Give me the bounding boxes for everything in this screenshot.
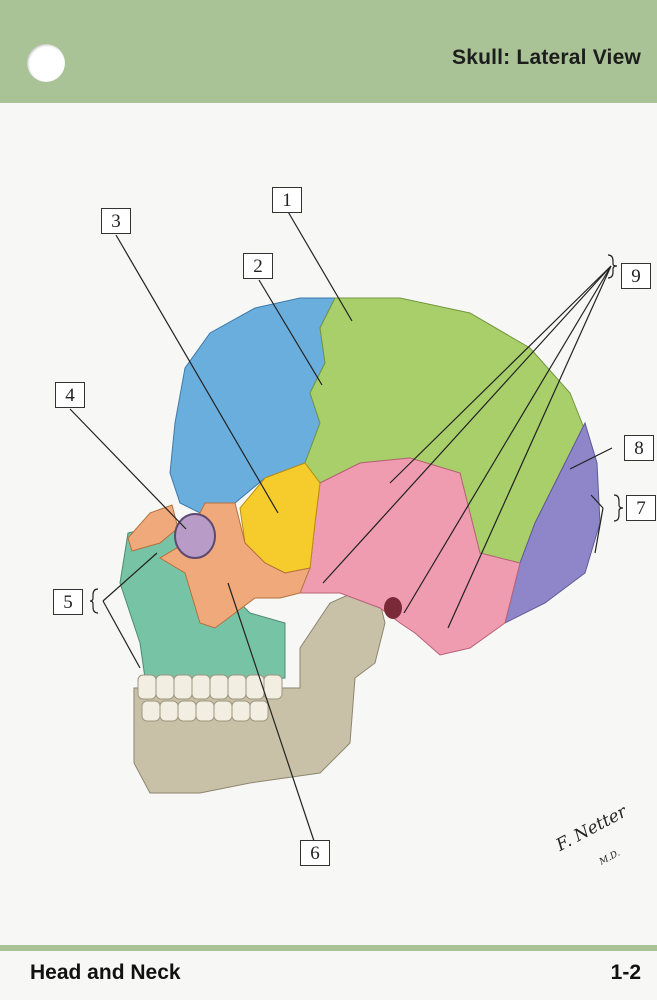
orbit (174, 513, 216, 559)
teeth (137, 674, 283, 722)
label-4: 4 (55, 382, 85, 408)
label-7: 7 (626, 495, 656, 521)
label-3: 3 (101, 208, 131, 234)
leader-lines (69, 209, 624, 842)
card-number: 1-2 (610, 961, 641, 984)
label-5: 5 (53, 589, 83, 615)
nasal-region (127, 504, 179, 552)
punch-hole (27, 44, 65, 82)
page-title: Skull: Lateral View (452, 46, 641, 69)
label-2: 2 (243, 253, 273, 279)
footer-rule (0, 945, 657, 951)
label-1: 1 (272, 187, 302, 213)
header-band: Skull: Lateral View (0, 0, 657, 103)
section-title: Head and Neck (30, 961, 181, 984)
label-6: 6 (300, 840, 330, 866)
label-9: 9 (621, 263, 651, 289)
ear-canal (384, 597, 402, 619)
label-8: 8 (624, 435, 654, 461)
skull-diagram (0, 103, 657, 945)
